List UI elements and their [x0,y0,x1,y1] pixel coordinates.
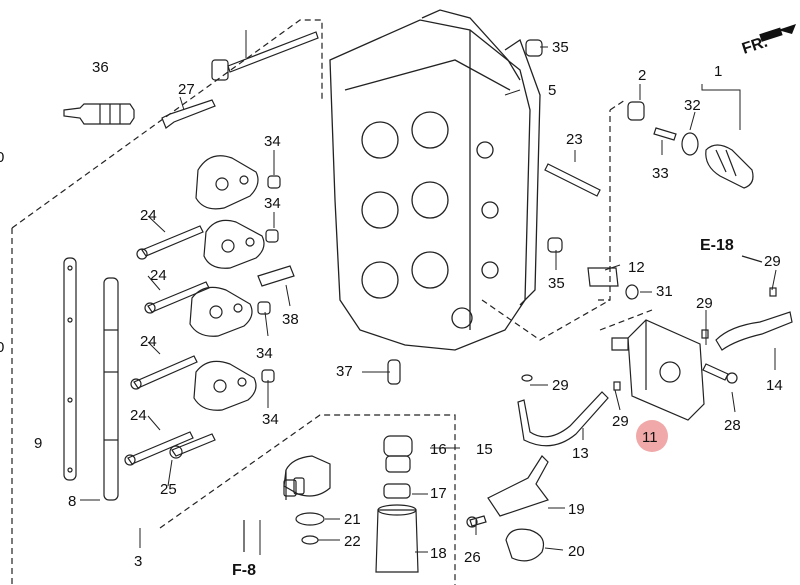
callout-9: 9 [34,435,42,452]
plug-37 [387,359,401,385]
callout-12: 12 [628,259,645,276]
callout-11: 11 [642,429,658,446]
bracket-19 [487,455,549,517]
callout-35a: 35 [552,39,569,56]
part-outlines [11,9,793,585]
callout-3: 3 [134,553,142,570]
callout-23: 23 [566,131,583,148]
callout-34c: 34 [256,345,273,362]
hose-13 [517,391,609,447]
ring-21 [295,512,325,526]
bolt-27 [161,99,216,129]
spark-plug [63,103,135,125]
bolt-25 [169,433,216,459]
callout-20: 20 [568,543,585,560]
rocker-arm-3 [189,286,253,337]
callout-29c: 29 [552,377,569,394]
callout-edge-left: 0 [0,339,4,356]
ref-label-e18: E-18 [700,237,734,254]
assembly-frames [11,19,653,585]
callout-37: 37 [336,363,353,380]
callout-16: 16 [430,441,447,458]
callout-29d: 29 [612,413,629,430]
bolt-28 [702,363,738,384]
ref-arrows [243,255,763,552]
callout-36: 36 [92,59,109,76]
callout-24b: 24 [150,267,167,284]
callout-24a: 24 [140,207,157,224]
bolt-33 [653,127,677,141]
highlight-circle [636,420,668,452]
callout-29a: 29 [764,253,781,270]
callout-38: 38 [282,311,299,328]
callout-34a: 34 [264,133,281,150]
callout-32: 32 [684,97,701,114]
callout-25: 25 [160,481,177,498]
long-bolt-top [211,31,319,81]
cap-2 [627,101,645,121]
stud-23 [544,163,601,197]
callout-14: 14 [766,377,783,394]
callout-19: 19 [568,501,585,518]
callout-5: 5 [548,82,556,99]
o-ring-32 [681,132,699,156]
callout-29b: 29 [696,295,713,312]
caps-35 [525,39,563,253]
rocker-shaft-9 [63,257,77,481]
callout-24d: 24 [130,407,147,424]
callout-35b: 35 [548,275,565,292]
rocker-arm-4 [193,360,257,411]
ref-label-f8: F-8 [232,562,256,579]
callout-28: 28 [724,417,741,434]
filter-housing [283,455,331,497]
filter-parts [375,435,419,573]
rocker-arm-1 [195,155,259,210]
sleeve-12 [587,267,619,287]
bolt-26 [466,515,487,528]
ring-22 [301,535,319,545]
callout-34d: 34 [262,411,279,428]
callout-17: 17 [430,485,447,502]
fuel-pump-11 [611,319,705,421]
callout-31: 31 [656,283,673,300]
rocker-arm-2 [203,219,265,269]
callout-22: 22 [344,533,361,550]
front-direction-label: FR. [740,34,770,58]
callout-edge-top: 0 [0,149,4,166]
clips-29 [521,287,777,391]
front-direction-arrow: FR. [740,24,796,58]
bolts-24 [124,225,210,466]
callout-13: 13 [572,445,589,462]
callout-15: 15 [476,441,493,458]
callout-27: 27 [178,81,195,98]
cap-20 [505,528,545,562]
callout-33: 33 [652,165,669,182]
callout-26: 26 [464,549,481,566]
leader-lines [80,30,777,555]
callout-21: 21 [344,511,361,528]
sleeve-38 [257,265,295,287]
washer-31 [625,284,639,300]
callout-8: 8 [68,493,76,510]
callout-24c: 24 [140,333,157,350]
thermostat-1 [705,144,754,189]
caps-34 [257,175,281,383]
callout-18: 18 [430,545,447,562]
hose-14 [715,311,793,351]
rocker-shaft-8 [103,277,119,501]
callout-1: 1 [714,63,722,80]
callout-34b: 34 [264,195,281,212]
cylinder-head [329,9,541,351]
callout-2: 2 [638,67,646,84]
